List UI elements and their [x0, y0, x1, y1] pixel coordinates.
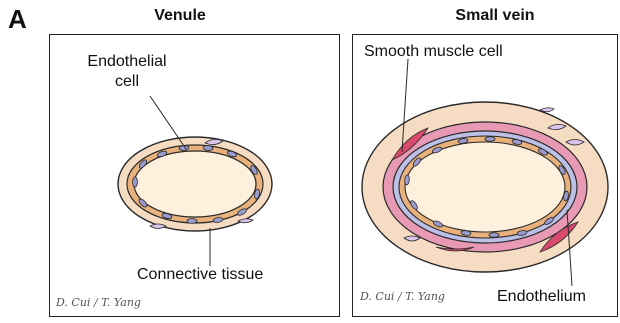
venule-drawing — [118, 96, 272, 266]
label-endothelium: Endothelium — [497, 287, 586, 306]
label-smooth-muscle-cell: Smooth muscle cell — [364, 42, 503, 61]
vein-lumen — [405, 142, 565, 232]
label-connective-tissue: Connective tissue — [137, 265, 263, 284]
venule-credit: D. Cui / T. Yang — [56, 296, 141, 309]
small-vein-credit: D. Cui / T. Yang — [360, 290, 445, 303]
label-endothelial-cell-line1: Endothelial — [72, 52, 182, 71]
venule-lumen — [134, 151, 256, 217]
small-vein-drawing — [362, 59, 608, 286]
label-endothelial-cell-line2: cell — [72, 72, 182, 91]
